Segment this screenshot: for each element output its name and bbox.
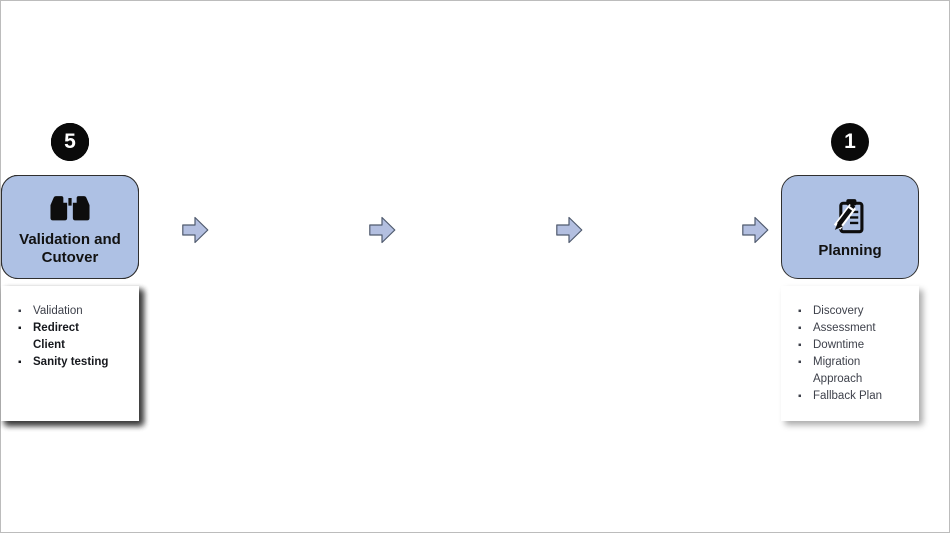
step-detail-list: DiscoveryAssessmentDowntimeMigration App… xyxy=(797,303,891,405)
clipboard-pencil-icon xyxy=(827,195,873,239)
binoculars-icon xyxy=(46,188,94,228)
step-number-badge: 5 xyxy=(51,123,89,161)
list-item: Sanity testing xyxy=(17,354,111,371)
step-box: Validation and Cutover xyxy=(1,175,139,279)
step-number-badge: 1 xyxy=(831,123,869,161)
list-item: Discovery xyxy=(797,303,891,320)
flow-arrow-icon xyxy=(556,216,583,244)
flow-arrow-icon xyxy=(742,216,769,244)
list-item: Migration Approach xyxy=(797,354,891,388)
list-item: Validation xyxy=(17,303,111,320)
step-column: 5 Validation and Cutover ValidationRedir… xyxy=(1,1,139,534)
step-title: Planning xyxy=(818,241,882,259)
step-detail-card: ValidationRedirect ClientSanity testing xyxy=(1,286,139,421)
list-item: Downtime xyxy=(797,337,891,354)
list-item: Redirect Client xyxy=(17,320,111,354)
list-item: Assessment xyxy=(797,320,891,337)
step-title: Validation and Cutover xyxy=(19,231,121,266)
step-box: Planning xyxy=(781,175,919,279)
step-detail-list: ValidationRedirect ClientSanity testing xyxy=(17,303,111,371)
flow-arrow-icon xyxy=(182,216,209,244)
step-column: 1 Planning DiscoveryAssessmentDowntimeMi… xyxy=(781,1,919,534)
step-detail-card: DiscoveryAssessmentDowntimeMigration App… xyxy=(781,286,919,421)
flow-arrow-icon xyxy=(369,216,396,244)
list-item: Fallback Plan xyxy=(797,388,891,405)
